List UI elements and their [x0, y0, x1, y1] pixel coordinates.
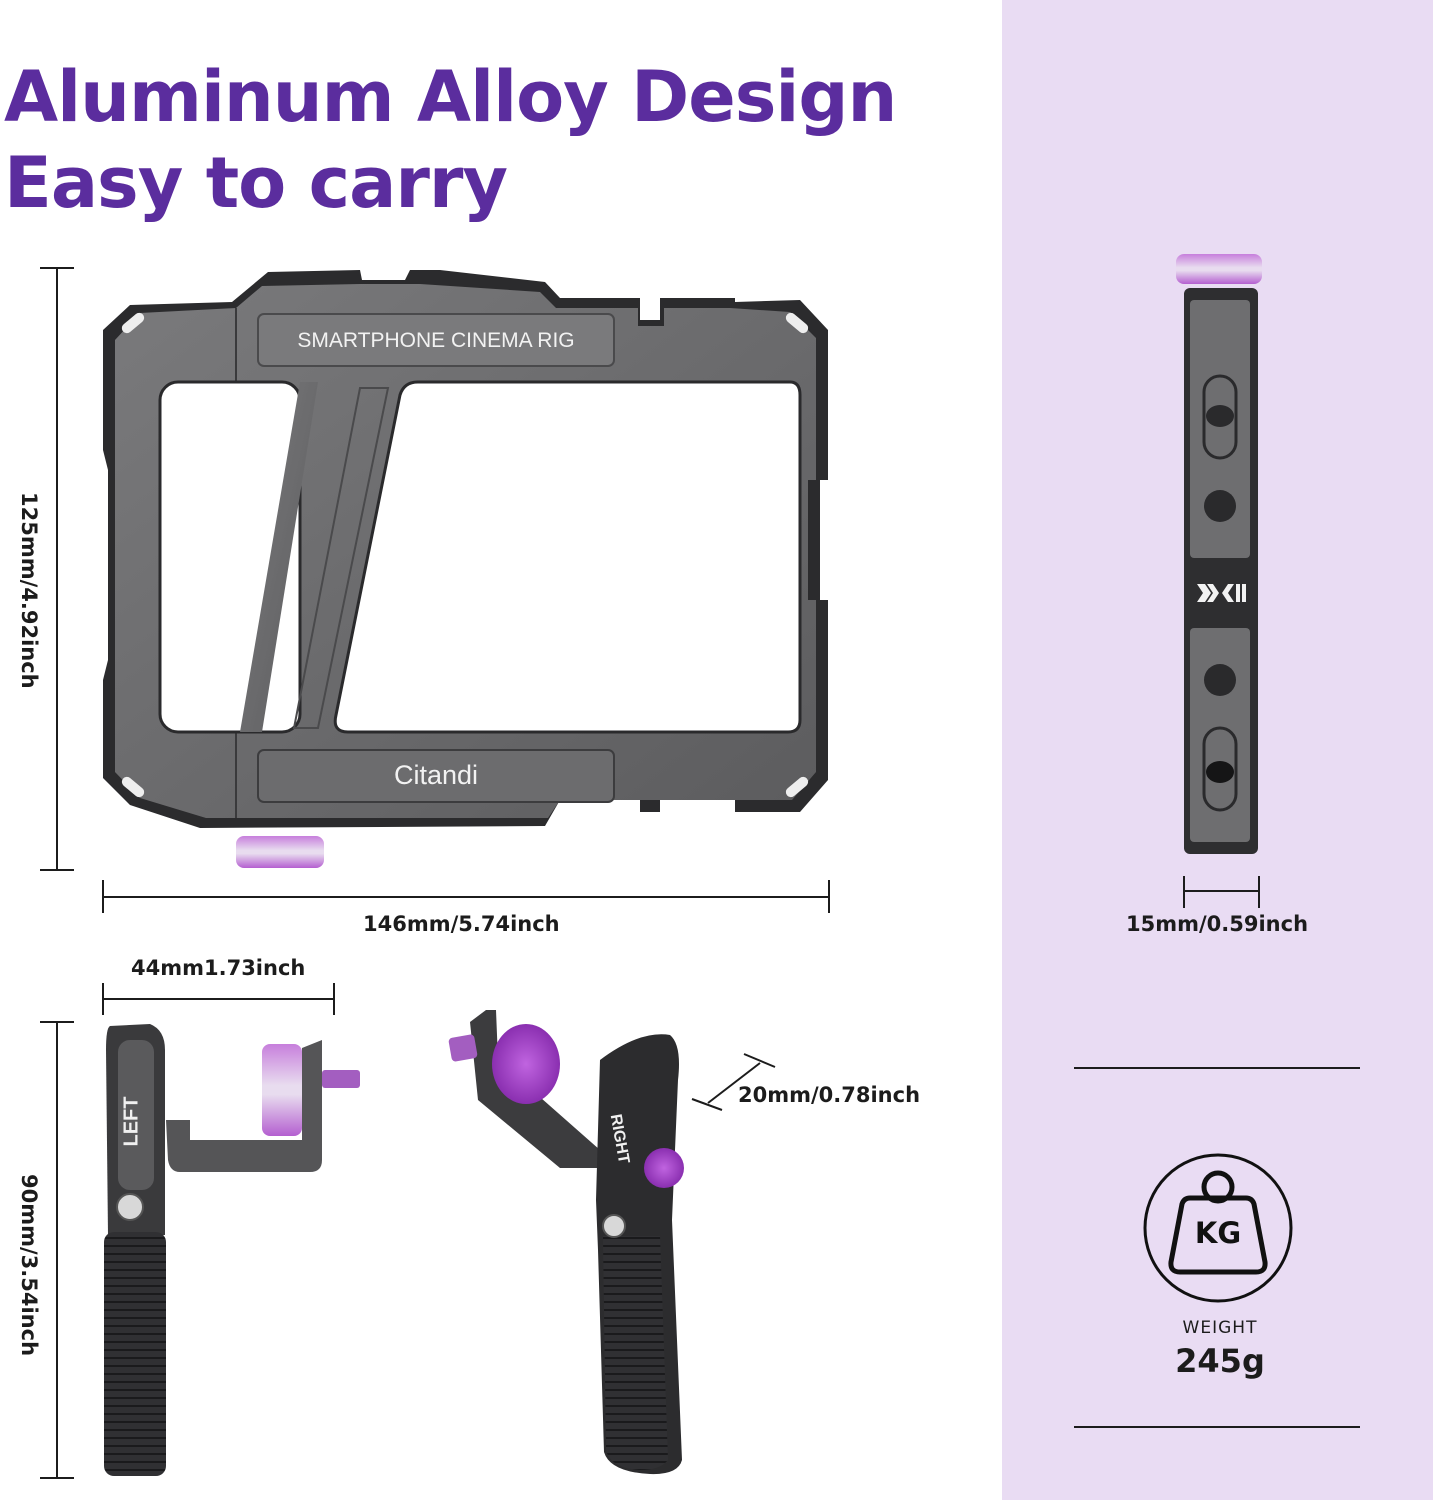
headline-line-1: Aluminum Alloy Design: [4, 56, 897, 138]
headline-line-2: Easy to carry: [4, 142, 508, 224]
cinema-rig-side-view: [1176, 254, 1262, 854]
kg-icon-text: KG: [1194, 1216, 1242, 1250]
left-handle-label: LEFT: [120, 1096, 143, 1147]
cinema-rig-frame: [103, 270, 828, 868]
handle-height-label: 90mm/3.54inch: [17, 1174, 41, 1357]
weight-label: WEIGHT: [1182, 1318, 1258, 1338]
left-handle: [104, 1024, 360, 1476]
top-plate-label: SMARTPHONE CINEMA RIG: [297, 329, 575, 352]
bottom-plate-brand: Citandi: [393, 760, 479, 790]
brand-logo-icon: [1197, 584, 1246, 602]
handle-width-label: 44mm1.73inch: [131, 956, 306, 980]
weight-value: 245g: [1175, 1342, 1265, 1380]
dimension-lines: [40, 267, 1260, 1479]
cold-shoe-knob-icon: [236, 836, 324, 868]
weight-section: [1074, 1067, 1360, 1428]
frame-depth-label: 15mm/0.59inch: [1126, 912, 1309, 936]
frame-height-label: 125mm/4.92inch: [17, 492, 41, 689]
frame-width-label: 146mm/5.74inch: [363, 912, 560, 936]
kg-weight-icon: [1143, 1153, 1293, 1303]
handle-thickness-label: 20mm/0.78inch: [738, 1083, 921, 1107]
right-handle: [448, 1010, 684, 1475]
